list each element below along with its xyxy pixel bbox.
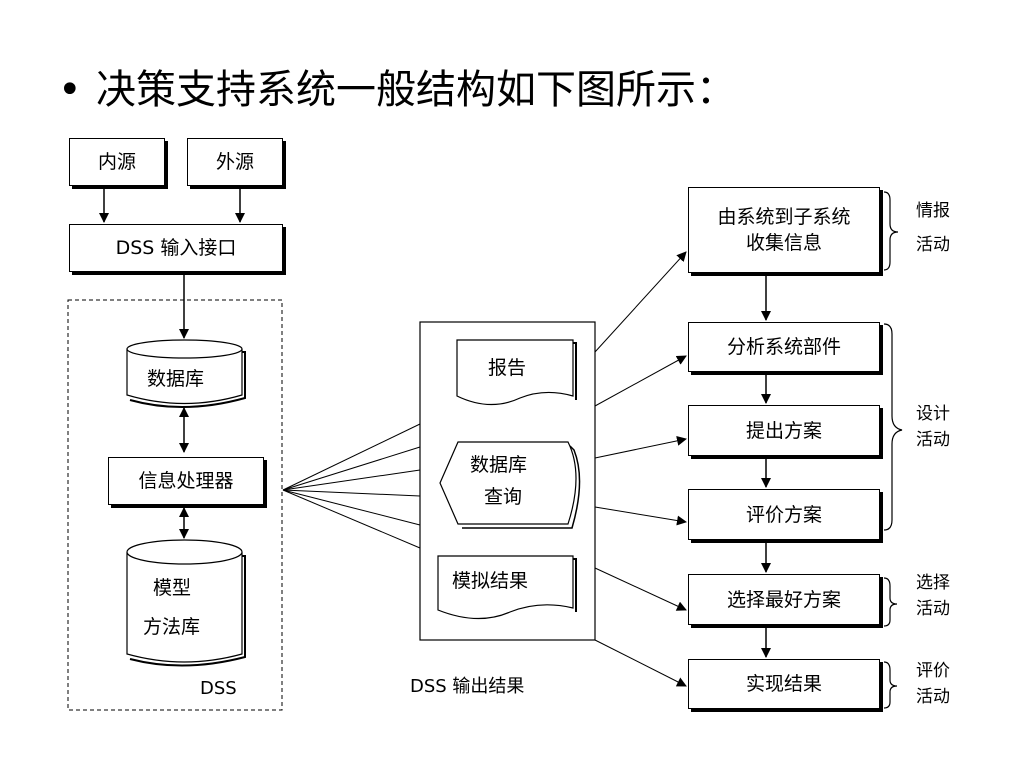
input-interface-label: DSS 输入接口: [115, 237, 237, 259]
activity-design-2: 活动: [916, 430, 950, 450]
fan-line-5: [282, 489, 421, 526]
info-processor-label: 信息处理器: [138, 470, 234, 492]
database-cylinder: [126, 339, 246, 409]
simulation-label: 模拟结果: [452, 570, 529, 592]
choose-label: 选择最好方案: [726, 588, 841, 611]
arrow-to-choose: [594, 567, 687, 611]
arrow-to-propose: [594, 435, 687, 459]
activity-review-1: 评价: [916, 661, 950, 681]
db-query-shape: [439, 441, 581, 529]
brace-review: [883, 661, 898, 709]
outer-source-label: 外源: [215, 151, 254, 173]
propose-box: 提出方案: [688, 405, 880, 456]
dss-label: DSS: [200, 678, 237, 699]
fan-line-2: [282, 446, 421, 491]
propose-label: 提出方案: [745, 419, 822, 442]
model-label-line2: 方法库: [143, 616, 201, 638]
collect-info-line2: 收集信息: [745, 232, 822, 254]
implement-label: 实现结果: [745, 673, 822, 695]
analyze-box: 分析系统部件: [688, 322, 880, 372]
inner-source-box: 内源: [69, 138, 165, 186]
arrow-to-implement: [594, 639, 687, 687]
arrow-to-evaluate: [594, 506, 687, 526]
brace-design: [883, 323, 903, 531]
collect-info-box: 由系统到子系统 收集信息: [688, 187, 880, 273]
fan-line-4: [282, 489, 421, 497]
brace-intel: [883, 191, 899, 271]
output-label: DSS 输出结果: [410, 676, 525, 697]
activity-design-1: 设计: [916, 404, 950, 424]
activity-intel-1: 情报: [916, 201, 950, 221]
model-cylinder: [126, 539, 246, 667]
brace-choice: [883, 577, 898, 627]
evaluate-box: 评价方案: [688, 489, 880, 540]
arrow-to-collect: [594, 251, 687, 353]
activity-review-2: 活动: [916, 687, 950, 707]
title-text: 决策支持系统一般结构如下图所示：: [96, 67, 736, 113]
page-title: • 决策支持系统一般结构如下图所示：: [58, 60, 736, 120]
dss-output-box: [419, 321, 596, 641]
database-label: 数据库: [147, 368, 205, 390]
activity-intel-2: 活动: [916, 235, 950, 255]
dss-boundary: [67, 299, 283, 711]
collect-info-line1: 由系统到子系统: [717, 206, 851, 228]
analyze-label: 分析系统部件: [726, 336, 841, 358]
activity-choice-2: 活动: [916, 599, 950, 619]
inner-source-label: 内源: [97, 151, 136, 173]
evaluate-label: 评价方案: [745, 503, 822, 526]
db-query-label-line2: 查询: [484, 486, 523, 508]
arrow-to-analyze: [594, 355, 687, 407]
db-query-label-line1: 数据库: [470, 454, 528, 476]
info-processor-box: 信息处理器: [108, 457, 264, 505]
simulation-document: [437, 555, 577, 620]
activity-choice-1: 选择: [916, 573, 950, 593]
fan-line-3: [282, 469, 421, 491]
choose-box: 选择最好方案: [688, 574, 880, 625]
fan-line-1: [282, 423, 421, 491]
input-interface-box: DSS 输入接口: [69, 224, 283, 272]
outer-source-box: 外源: [187, 138, 283, 186]
implement-box: 实现结果: [688, 659, 880, 709]
model-label-line1: 模型: [153, 577, 192, 599]
report-document: [456, 339, 577, 406]
report-label: 报告: [488, 357, 527, 379]
fan-line-6: [282, 489, 421, 549]
title-bullet: •: [58, 67, 82, 113]
